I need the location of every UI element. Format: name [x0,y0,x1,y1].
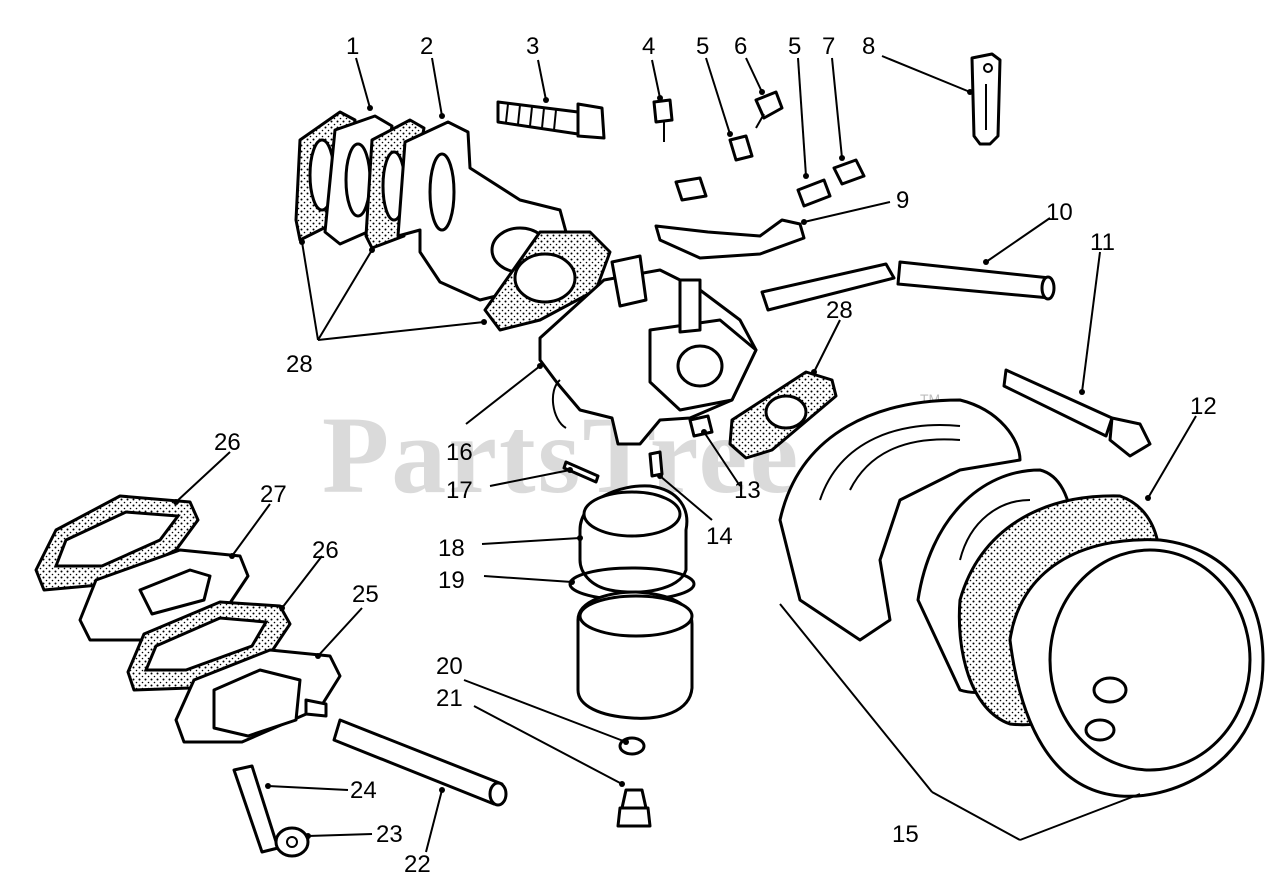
callout-10: 10 [1046,199,1073,226]
float-pin [562,460,600,484]
callout-2: 2 [420,33,433,60]
spring-a [728,134,754,162]
leader-dots [173,89,1151,839]
callout-19: 19 [438,567,465,594]
choke-strap [970,52,1002,146]
callout-20: 20 [436,653,463,680]
callout-5a: 5 [696,33,709,60]
callout-26-upper: 26 [214,429,241,456]
air-cleaner-bolt [1002,368,1152,458]
pump-plate [78,548,250,642]
pump-gasket-upper [34,494,200,592]
carburetor-body [538,254,758,446]
callout-8: 8 [862,33,875,60]
callout-22: 22 [404,851,431,878]
callout-28-right: 28 [826,297,853,324]
callout-23: 23 [376,821,403,848]
callout-11: 11 [1090,229,1115,256]
callout-5b: 5 [788,33,801,60]
callout-labels: 1 2 3 4 5 6 5 7 8 9 10 11 12 28 28 16 17… [214,33,1217,878]
callout-13: 13 [734,477,761,504]
carb-gasket [483,230,612,332]
air-cleaner-cover [1008,538,1265,798]
callout-21: 21 [436,685,463,712]
callout-4: 4 [642,33,655,60]
callout-18: 18 [438,535,465,562]
parts-drawing [34,52,1265,858]
throttle-bracket [654,176,806,260]
needle-valve [754,90,784,129]
idle-screw [652,98,674,142]
callout-25: 25 [352,581,379,608]
air-cleaner-base [778,398,1022,642]
pump-nut [274,826,310,858]
callout-7: 7 [822,33,835,60]
callout-1: 1 [346,33,359,60]
callout-9: 9 [896,187,909,214]
leader-lines [175,55,1197,853]
callout-17: 17 [446,477,473,504]
air-cleaner-gasket [728,370,838,460]
drain-screw [688,414,714,438]
pump-screw [232,764,280,854]
callout-26-lower: 26 [312,537,339,564]
pump-gasket-lower [126,600,292,692]
callout-3: 3 [526,33,539,60]
callout-16: 16 [446,439,473,466]
callout-12: 12 [1190,393,1217,420]
watermark-text: PartsTree [322,394,800,516]
inlet-needle [648,450,664,478]
callout-28-left: 28 [286,351,313,378]
bowl-screw [616,788,652,828]
fuel-line [760,260,1056,312]
callout-24: 24 [350,777,377,804]
screw-7 [832,158,866,186]
callout-15: 15 [892,821,919,848]
spring-b [796,178,832,208]
callout-27: 27 [260,481,287,508]
float [578,484,689,594]
callout-14: 14 [706,523,733,550]
pump-cover [174,648,342,744]
pump-hose [332,718,508,807]
mounting-bolt [496,100,606,140]
callout-6: 6 [734,33,747,60]
float-bowl [576,590,694,720]
